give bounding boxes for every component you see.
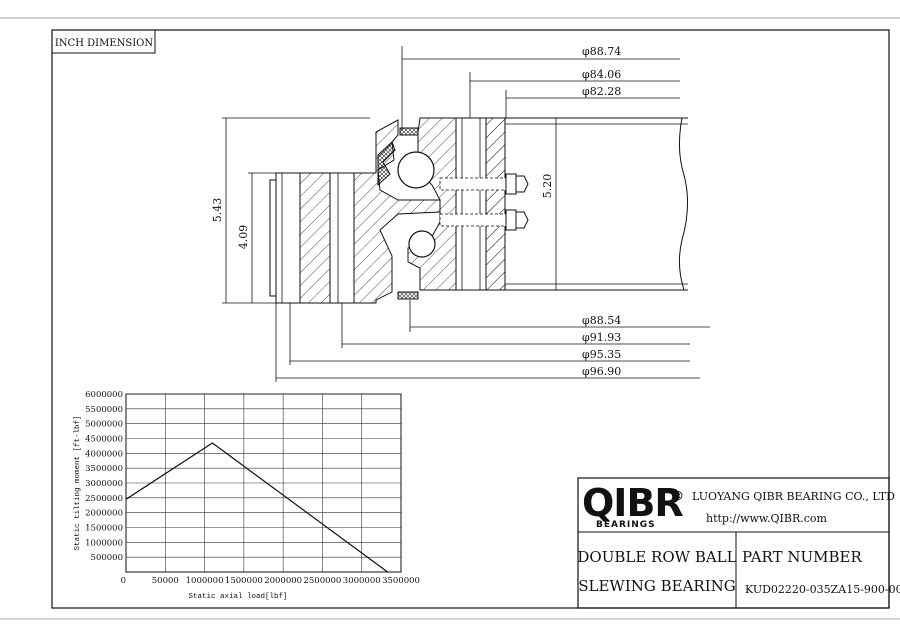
chart-x-tick-label: 3000000	[343, 576, 381, 586]
bottom-seal	[397, 291, 419, 300]
lower-ball	[408, 230, 436, 258]
chart-x-tick-label: 3500000	[382, 576, 420, 586]
chart-y-tick-label: 2500000	[85, 494, 123, 504]
chart-grid	[126, 393, 401, 572]
load-limit-curve	[125, 442, 388, 573]
dim-bottom-4: φ96.90	[582, 365, 621, 378]
dim-top-2: φ84.06	[582, 68, 621, 81]
inner-ring-mount-strip	[485, 117, 506, 291]
dim-top-1: φ88.74	[582, 45, 621, 58]
chart-x-tick-label: 2500000	[303, 576, 341, 586]
chart-y-ticks: 6000000 5500000 5000000 4500000 4000000 35000…	[85, 390, 123, 563]
chart-x-tick-label: 1000000	[186, 576, 224, 586]
bearing-cross-section	[269, 117, 689, 304]
part-number-value: KUD02220-035ZA15-900-000	[745, 583, 900, 596]
brand-wordmark: QIBR	[582, 481, 683, 525]
chart-y-tick-label: 4500000	[85, 435, 123, 445]
company-website: http://www.QIBR.com	[706, 512, 828, 525]
chart-y-tick-label: 4000000	[85, 449, 123, 459]
outer-ring-bore-strip	[275, 172, 301, 304]
outer-ring-hole-strip	[329, 172, 355, 304]
upper-bolt	[439, 173, 529, 195]
title-block: QIBR ® BEARINGS LUOYANG QIBR BEARING CO.…	[577, 477, 900, 609]
chart-y-tick-label: 2000000	[85, 509, 123, 519]
dim-outer-ring-height: 4.09	[237, 225, 250, 250]
upper-ball	[397, 151, 435, 189]
top-seal-cap	[399, 127, 419, 136]
chart-y-tick-label: 3500000	[85, 464, 123, 474]
chart-x-tick-label: 50000	[152, 576, 179, 586]
dimension-lines	[222, 46, 710, 382]
dimension-note-box: INCH DIMENSION	[51, 29, 156, 54]
chart-x-axis-label: Static axial load[lbf]	[188, 593, 287, 601]
inner-ring-hole-strip	[455, 117, 487, 291]
outer-ring-section	[275, 119, 441, 304]
product-name-line2: SLEWING BEARING	[578, 577, 736, 595]
chart-y-tick-label: 1000000	[85, 538, 123, 548]
chart-x-tick-label: 2000000	[264, 576, 302, 586]
product-name-line1: DOUBLE ROW BALL	[577, 548, 736, 566]
brand-subtitle: BEARINGS	[596, 520, 656, 530]
brand-logo: QIBR ® BEARINGS	[582, 481, 684, 530]
chart-y-tick-label: 3000000	[85, 479, 123, 489]
chart-x-tick-label: 1500000	[225, 576, 263, 586]
chart-y-tick-label: 5500000	[85, 405, 123, 415]
chart-y-tick-label: 6000000	[85, 390, 123, 400]
chart-y-tick-label: 1500000	[85, 524, 123, 534]
dim-inner-ring-height: 5.20	[541, 174, 554, 199]
dim-bottom-1: φ88.54	[582, 314, 621, 327]
chart-y-axis-label: Static tilting moment [ft-lbf]	[74, 415, 82, 550]
dim-overall-height: 5.43	[211, 198, 224, 223]
dimension-note: INCH DIMENSION	[55, 38, 154, 49]
registered-mark: ®	[672, 489, 684, 503]
chart-y-tick-label: 500000	[91, 553, 123, 563]
company-name: LUOYANG QIBR BEARING CO., LTD	[692, 490, 895, 503]
dim-bottom-2: φ91.93	[582, 331, 621, 344]
lower-bolt	[439, 209, 529, 231]
load-capacity-chart: 6000000550000050000004500000400000035000…	[74, 390, 420, 601]
dim-top-3: φ82.28	[582, 85, 621, 98]
chart-y-tick-label: 5000000	[85, 420, 123, 430]
part-number-label: PART NUMBER	[742, 548, 862, 566]
dim-bottom-3: φ95.35	[582, 348, 621, 361]
chart-x-tick-label: 0	[121, 576, 126, 586]
drawing-frame	[51, 29, 890, 609]
top-seal	[377, 141, 396, 187]
